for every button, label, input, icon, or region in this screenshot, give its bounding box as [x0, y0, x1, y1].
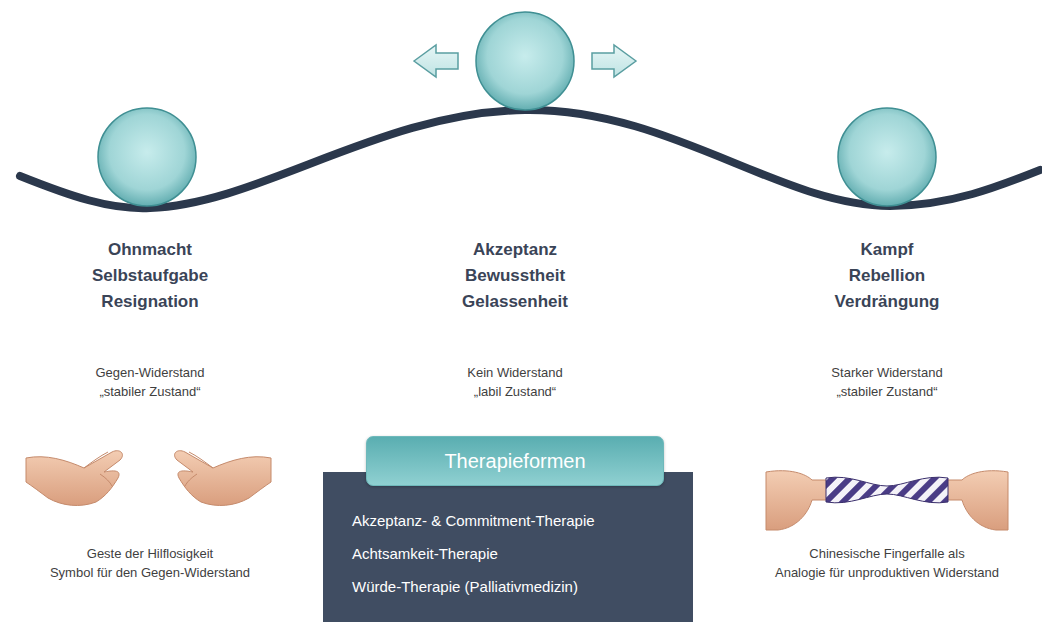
therapy-item: Achtsamkeit-Therapie	[352, 545, 665, 562]
image-caption: Analogie für unproduktiven Widerstand	[775, 565, 999, 580]
arrow-right	[592, 45, 636, 77]
heading-text: Therapieformen	[444, 450, 585, 473]
image-caption: Chinesische Fingerfalle als	[809, 546, 964, 561]
arrow-left	[414, 45, 458, 77]
resistance-note: „stabiler Zustand“	[99, 384, 200, 399]
state-term: Kampf	[861, 240, 914, 260]
state-term: Gelassenheit	[462, 292, 568, 312]
therapy-panel: Akzeptanz- & Commitment-TherapieAchtsamk…	[323, 472, 693, 622]
resistance-note: „labil Zustand“	[474, 384, 556, 399]
resistance-note: Starker Widerstand	[831, 365, 942, 380]
state-term: Akzeptanz	[473, 240, 557, 260]
state-term: Rebellion	[849, 266, 926, 286]
ball	[98, 108, 196, 206]
resistance-note: Gegen-Widerstand	[95, 365, 204, 380]
ball	[476, 12, 574, 110]
resistance-note: Kein Widerstand	[467, 365, 562, 380]
heading-tab: Therapieformen	[366, 436, 664, 486]
image-caption: Symbol für den Gegen-Widerstand	[50, 565, 250, 580]
state-term: Resignation	[101, 292, 198, 312]
ball	[838, 108, 936, 206]
state-term: Selbstaufgabe	[92, 266, 208, 286]
state-term: Bewusstheit	[465, 266, 565, 286]
open-hands	[26, 451, 271, 506]
resistance-note: „stabiler Zustand“	[836, 384, 937, 399]
therapy-item: Akzeptanz- & Commitment-Therapie	[352, 512, 665, 529]
finger-trap	[766, 471, 1008, 530]
state-term: Verdrängung	[835, 292, 940, 312]
state-term: Ohnmacht	[108, 240, 192, 260]
therapy-item: Würde-Therapie (Palliativmedizin)	[352, 578, 665, 595]
image-caption: Geste der Hilflosigkeit	[87, 546, 213, 561]
